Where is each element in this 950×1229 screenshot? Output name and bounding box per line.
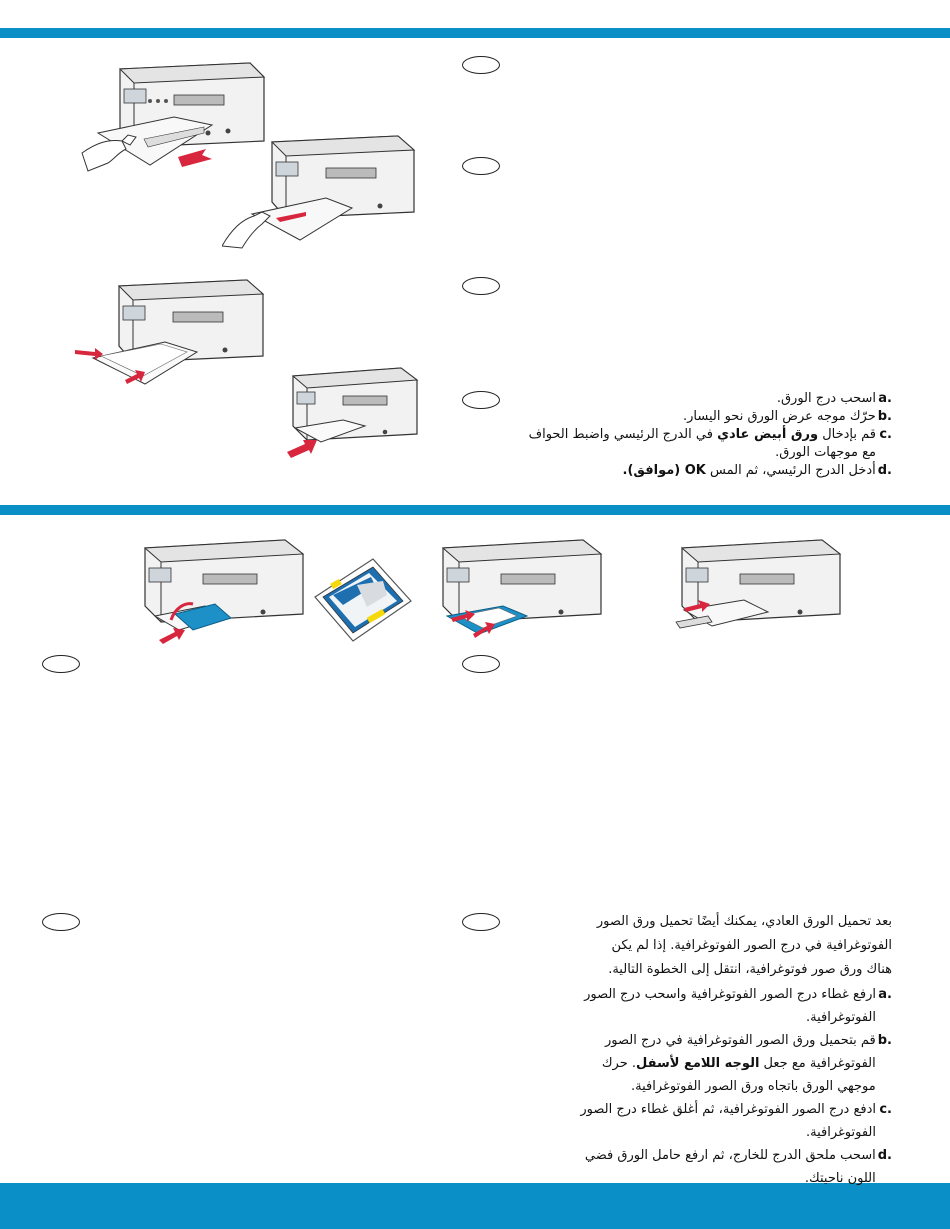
step-letter: b. — [877, 409, 892, 424]
step-a: a. اسحب درج الورق. — [520, 390, 892, 408]
step-text: حرّك موجه عرض الورق نحو اليسار. — [682, 409, 876, 424]
photo-paper-pack-illustration — [314, 558, 412, 642]
language-marker-oval — [42, 655, 80, 673]
step-c: c. قم بإدخال ورق أبيض عادي في الدرج الرئ… — [520, 426, 892, 462]
step-b: b. حرّك موجه عرض الورق نحو اليسار. — [520, 408, 892, 426]
section2-steps: a. ارفع غطاء درج الصور الفوتوغرافية واسح… — [560, 983, 892, 1190]
printer-illustration — [441, 539, 603, 638]
step-letter: b. — [877, 1033, 892, 1048]
printer-illustration — [222, 135, 416, 249]
step-text-before: قم بإدخال — [822, 427, 876, 442]
top-band — [0, 28, 950, 38]
step-text: اسحب ملحق الدرج للخارج، ثم ارفع حامل الو… — [584, 1148, 876, 1186]
step-text-before: أدخل الدرج الرئيسي، ثم المس — [710, 463, 876, 478]
step-a: a. ارفع غطاء درج الصور الفوتوغرافية واسح… — [560, 983, 892, 1029]
language-marker-oval — [462, 913, 500, 931]
step-letter: a. — [878, 391, 892, 406]
printer-illustration — [75, 279, 265, 385]
step-text: ارفع غطاء درج الصور الفوتوغرافية واسحب د… — [584, 987, 876, 1025]
language-marker-oval — [462, 391, 500, 409]
step-c: c. ادفع درج الصور الفوتوغرافية، ثم أغلق … — [560, 1098, 892, 1144]
section1-steps: a. اسحب درج الورق. b. حرّك موجه عرض الور… — [520, 390, 892, 480]
language-marker-oval — [42, 913, 80, 931]
bottom-band — [0, 1183, 950, 1229]
step-text: قم بتحميل ورق الصور الفوتوغرافية في درج … — [560, 1029, 876, 1098]
language-marker-oval — [462, 277, 500, 295]
section2-intro: بعد تحميل الورق العادي، يمكنك أيضًا تحمي… — [540, 910, 892, 982]
step-letter: c. — [879, 1102, 892, 1117]
printer-illustration — [675, 539, 842, 629]
step-text-after: في الدرج الرئيسي واضبط الحواف مع موجهات … — [528, 427, 876, 460]
step-text-after: . حرك موجهي الورق باتجاه ورق الصور الفوت… — [601, 1056, 876, 1094]
step-letter: d. — [877, 463, 892, 478]
step-text: اسحب درج الورق. — [776, 391, 876, 406]
step-letter: c. — [879, 427, 892, 442]
middle-band — [0, 505, 950, 515]
language-marker-oval — [462, 157, 500, 175]
intro-line: الفوتوغرافية في درج الصور الفوتوغرافية. … — [611, 938, 892, 953]
printer-illustration — [143, 539, 305, 644]
step-d: d. أدخل الدرج الرئيسي، ثم المس OK (موافق… — [520, 462, 892, 480]
step-text: أدخل الدرج الرئيسي، ثم المس OK (موافق). — [520, 462, 876, 480]
intro-line: هناك ورق صور فوتوغرافية، انتقل إلى الخطو… — [608, 962, 892, 977]
step-text: قم بإدخال ورق أبيض عادي في الدرج الرئيسي… — [520, 426, 876, 462]
step-text: ادفع درج الصور الفوتوغرافية، ثم أغلق غطا… — [580, 1102, 876, 1140]
printer-illustration — [81, 62, 266, 172]
language-marker-oval — [462, 56, 500, 74]
intro-line: بعد تحميل الورق العادي، يمكنك أيضًا تحمي… — [596, 914, 892, 929]
printer-illustration — [287, 367, 419, 458]
step-letter: a. — [878, 987, 892, 1002]
step-text-bold: OK (موافق). — [622, 463, 706, 478]
step-text-bold: ورق أبيض عادي — [717, 427, 819, 442]
step-b: b. قم بتحميل ورق الصور الفوتوغرافية في د… — [560, 1029, 892, 1098]
language-marker-oval — [462, 655, 500, 673]
step-d: d. اسحب ملحق الدرج للخارج، ثم ارفع حامل … — [560, 1144, 892, 1190]
step-letter: d. — [877, 1148, 892, 1163]
step-text-before: قم بتحميل ورق الصور الفوتوغرافية في درج … — [605, 1033, 876, 1071]
step-text-bold: الوجه اللامع لأسفل — [636, 1056, 760, 1071]
